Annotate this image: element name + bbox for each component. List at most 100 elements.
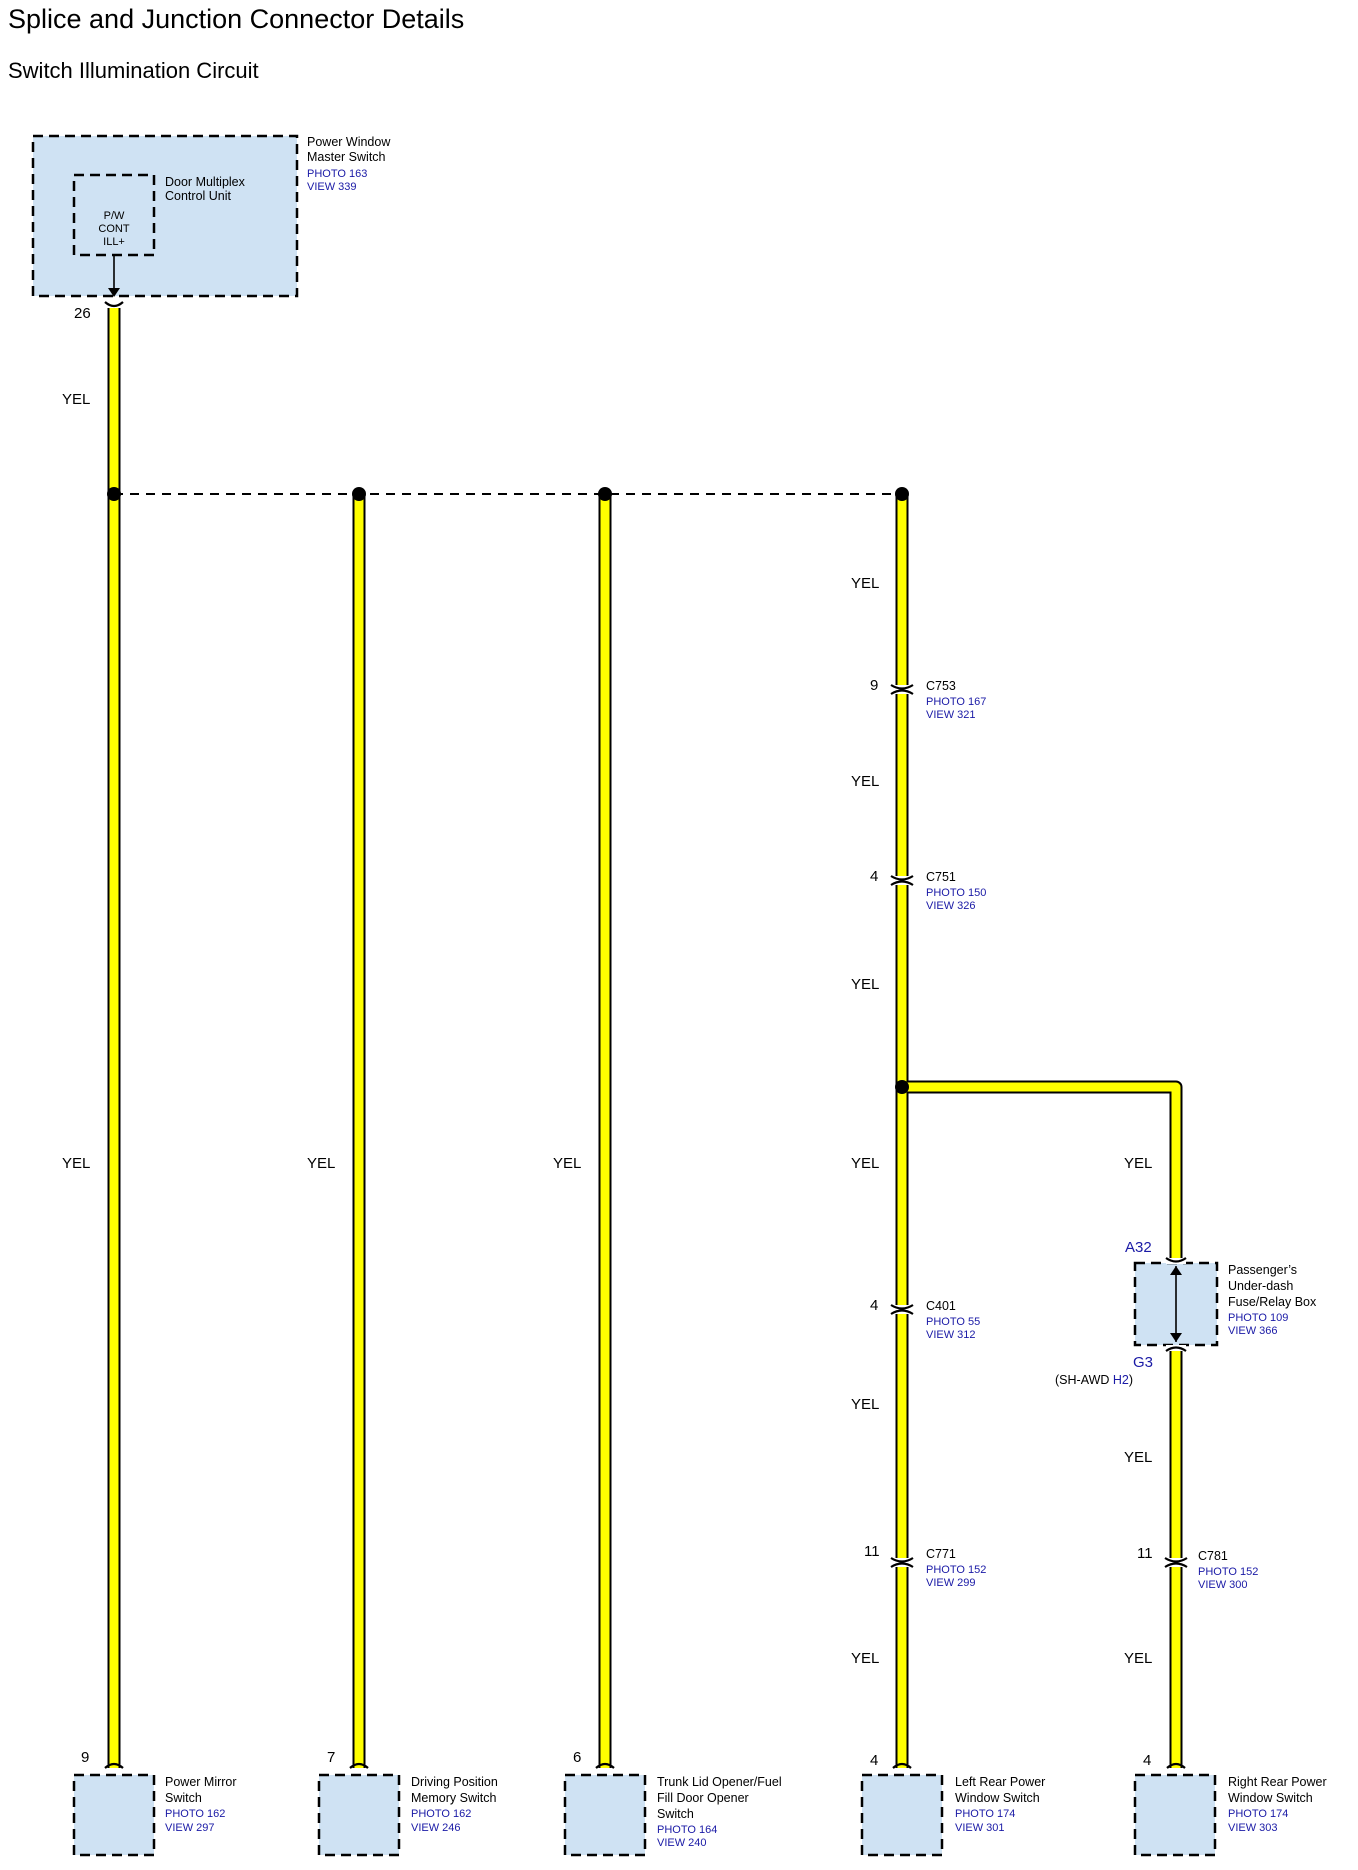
- svg-text:CONT: CONT: [98, 223, 129, 235]
- page-subtitle: Switch Illumination Circuit: [8, 58, 259, 83]
- wire-color-label: YEL: [1124, 1155, 1152, 1172]
- splice-point: [598, 487, 612, 501]
- fuse-pin-out-alt: (SH-AWD H2): [1055, 1373, 1133, 1387]
- svg-text:Passenger’s: Passenger’s: [1228, 1263, 1297, 1277]
- wire-color-label: YEL: [62, 391, 90, 408]
- svg-text:PHOTO 167: PHOTO 167: [926, 696, 986, 708]
- svg-text:VIEW 299: VIEW 299: [926, 1577, 976, 1589]
- component-power-mirror-switch: 9 Power Mirror Switch PHOTO 162 VIEW 297: [72, 1749, 237, 1857]
- svg-text:PHOTO 162: PHOTO 162: [165, 1808, 225, 1820]
- connector-c751: 4 C751 PHOTO 150 VIEW 326: [870, 868, 986, 912]
- svg-text:PHOTO 152: PHOTO 152: [926, 1564, 986, 1576]
- svg-text:PHOTO 174: PHOTO 174: [1228, 1808, 1288, 1820]
- svg-text:Under-dash: Under-dash: [1228, 1279, 1293, 1293]
- svg-text:C771: C771: [926, 1547, 956, 1561]
- arrow-up-icon: [1170, 1266, 1182, 1275]
- wire-color-label: YEL: [851, 575, 879, 592]
- svg-text:Window Switch: Window Switch: [1228, 1791, 1313, 1805]
- svg-text:ILL+: ILL+: [103, 236, 125, 248]
- splice-point: [107, 487, 121, 501]
- svg-text:VIEW 240: VIEW 240: [657, 1837, 707, 1849]
- svg-text:VIEW 339: VIEW 339: [307, 181, 357, 193]
- page-title: Splice and Junction Connector Details: [8, 4, 464, 34]
- svg-text:PHOTO 164: PHOTO 164: [657, 1824, 717, 1836]
- svg-text:VIEW 321: VIEW 321: [926, 709, 976, 721]
- component-driving-position-memory-switch: 7 Driving Position Memory Switch PHOTO 1…: [317, 1749, 498, 1857]
- door-multiplex-label: Door Multiplex: [165, 175, 246, 189]
- passenger-fuse-relay-box: A32 G3 (SH-AWD H2) Passenger’s Under-das…: [1055, 1239, 1317, 1387]
- svg-text:VIEW 366: VIEW 366: [1228, 1325, 1278, 1337]
- svg-text:VIEW 297: VIEW 297: [165, 1822, 215, 1834]
- svg-text:4: 4: [870, 1752, 878, 1769]
- wire-color-labels: YEL YEL YEL YEL YEL YEL YEL YEL YEL YEL …: [62, 391, 1152, 1667]
- wire-color-label: YEL: [851, 1155, 879, 1172]
- svg-text:Fuse/Relay Box: Fuse/Relay Box: [1228, 1295, 1317, 1309]
- wires: [107, 305, 1183, 1768]
- svg-text:C751: C751: [926, 870, 956, 884]
- svg-text:Left Rear Power: Left Rear Power: [955, 1775, 1045, 1789]
- wire-color-label: YEL: [307, 1155, 335, 1172]
- svg-text:Right Rear Power: Right Rear Power: [1228, 1775, 1327, 1789]
- wire-color-label: YEL: [851, 1650, 879, 1667]
- splice-point: [352, 487, 366, 501]
- svg-text:P/W: P/W: [104, 210, 125, 222]
- svg-text:Fill Door Opener: Fill Door Opener: [657, 1791, 749, 1805]
- component-left-rear-power-window-switch: 4 Left Rear Power Window Switch PHOTO 17…: [860, 1752, 1045, 1857]
- splice-dots: [107, 487, 909, 1094]
- svg-text:PHOTO 109: PHOTO 109: [1228, 1312, 1288, 1324]
- master-switch-label: Power Window: [307, 135, 391, 149]
- wire-color-label: YEL: [851, 773, 879, 790]
- wire-color-label: YEL: [1124, 1650, 1152, 1667]
- svg-text:Control Unit: Control Unit: [165, 189, 232, 203]
- svg-text:VIEW 301: VIEW 301: [955, 1822, 1005, 1834]
- pin-label: 26: [74, 305, 91, 322]
- splice-point: [895, 1080, 909, 1094]
- svg-text:7: 7: [327, 1749, 335, 1766]
- connector-c781: 11 C781 PHOTO 152 VIEW 300: [1137, 1545, 1258, 1591]
- component-right-rear-power-window-switch: 4 Right Rear Power Window Switch PHOTO 1…: [1133, 1752, 1327, 1857]
- svg-text:4: 4: [1143, 1752, 1151, 1769]
- svg-text:11: 11: [1137, 1545, 1153, 1562]
- svg-text:9: 9: [81, 1749, 89, 1766]
- svg-text:Trunk Lid Opener/Fuel: Trunk Lid Opener/Fuel: [657, 1775, 782, 1789]
- svg-text:11: 11: [864, 1543, 880, 1560]
- wire-color-label: YEL: [62, 1155, 90, 1172]
- connector-c401: 4 C401 PHOTO 55 VIEW 312: [870, 1297, 980, 1341]
- splice-point: [895, 487, 909, 501]
- wire-color-label: YEL: [553, 1155, 581, 1172]
- svg-text:C753: C753: [926, 679, 956, 693]
- svg-text:Window Switch: Window Switch: [955, 1791, 1040, 1805]
- svg-text:6: 6: [573, 1749, 581, 1766]
- svg-text:Power Mirror: Power Mirror: [165, 1775, 237, 1789]
- svg-text:Memory Switch: Memory Switch: [411, 1791, 496, 1805]
- svg-text:9: 9: [870, 677, 878, 694]
- component-trunk-lid-opener-switch: 6 Trunk Lid Opener/Fuel Fill Door Opener…: [563, 1749, 782, 1857]
- svg-text:VIEW 300: VIEW 300: [1198, 1579, 1248, 1591]
- power-window-master-switch: P/W CONT ILL+ Door Multiplex Control Uni…: [31, 134, 391, 298]
- svg-text:PHOTO 162: PHOTO 162: [411, 1808, 471, 1820]
- wire-color-label: YEL: [851, 976, 879, 993]
- svg-text:C401: C401: [926, 1299, 956, 1313]
- arrow-down-icon: [1170, 1333, 1182, 1342]
- svg-text:VIEW 303: VIEW 303: [1228, 1822, 1278, 1834]
- svg-text:Switch: Switch: [165, 1791, 202, 1805]
- svg-text:VIEW 246: VIEW 246: [411, 1822, 461, 1834]
- fuse-pin-out: G3: [1133, 1354, 1153, 1371]
- svg-text:VIEW 312: VIEW 312: [926, 1329, 976, 1341]
- svg-text:Driving Position: Driving Position: [411, 1775, 498, 1789]
- svg-text:PHOTO 163: PHOTO 163: [307, 168, 367, 180]
- svg-text:C781: C781: [1198, 1549, 1228, 1563]
- svg-text:4: 4: [870, 868, 878, 885]
- svg-text:4: 4: [870, 1297, 878, 1314]
- svg-text:Switch: Switch: [657, 1807, 694, 1821]
- connector-marks: [104, 301, 1188, 1769]
- fuse-pin-in: A32: [1125, 1239, 1152, 1256]
- svg-text:PHOTO 150: PHOTO 150: [926, 887, 986, 899]
- pw-cont-ill-terminal: [72, 173, 156, 257]
- wire-color-label: YEL: [851, 1396, 879, 1413]
- svg-text:Master Switch: Master Switch: [307, 150, 386, 164]
- svg-text:PHOTO 152: PHOTO 152: [1198, 1566, 1258, 1578]
- svg-text:VIEW 326: VIEW 326: [926, 900, 976, 912]
- connector-c753: 9 C753 PHOTO 167 VIEW 321: [870, 677, 986, 721]
